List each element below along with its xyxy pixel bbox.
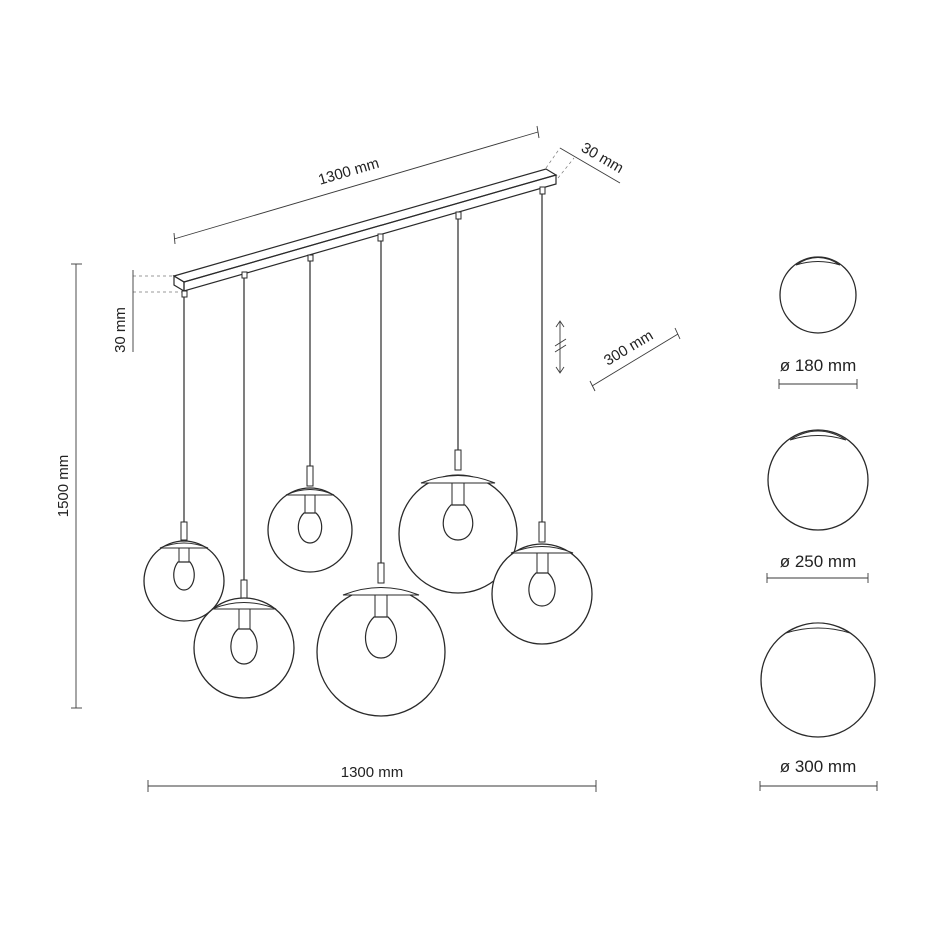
rail-height-label: 30 mm xyxy=(112,307,129,353)
pendant-globe xyxy=(143,290,225,622)
globe-size-legend: ø 180 mm ø 250 mm ø 300 mm xyxy=(759,256,878,791)
rail-height-dimension: 30 mm xyxy=(112,270,184,353)
rail-length-label: 1300 mm xyxy=(316,155,381,189)
adjustable-cord-indicator xyxy=(554,320,567,374)
globe-300-detail: ø 300 mm xyxy=(759,622,878,791)
rail-depth-label: 30 mm xyxy=(578,139,626,177)
globe-180-detail: ø 180 mm xyxy=(778,256,858,389)
total-width-label: 1300 mm xyxy=(341,764,404,781)
rail-depth-dimension: 30 mm xyxy=(545,139,626,184)
pendant-globe xyxy=(193,271,295,699)
ceiling-rail xyxy=(172,168,558,293)
globe-180-label: ø 180 mm xyxy=(780,356,857,375)
pendant-globe xyxy=(316,233,446,717)
globe-300-label: ø 300 mm xyxy=(780,757,857,776)
rail-length-dimension: 1300 mm xyxy=(173,125,540,245)
total-width-dimension: 1300 mm xyxy=(147,764,597,792)
pendant-lamps xyxy=(143,186,593,717)
globe-250-label: ø 250 mm xyxy=(780,552,857,571)
pendant-globe xyxy=(267,254,353,573)
pendant-globe xyxy=(491,186,593,645)
total-height-dimension: 1500 mm xyxy=(55,263,82,709)
adjustable-length-dimension: 300 mm xyxy=(589,327,681,392)
globe-250-detail: ø 250 mm xyxy=(766,429,869,583)
total-height-label: 1500 mm xyxy=(55,455,72,518)
pendant-globe xyxy=(398,211,518,594)
adjustable-length-label: 300 mm xyxy=(601,327,656,369)
